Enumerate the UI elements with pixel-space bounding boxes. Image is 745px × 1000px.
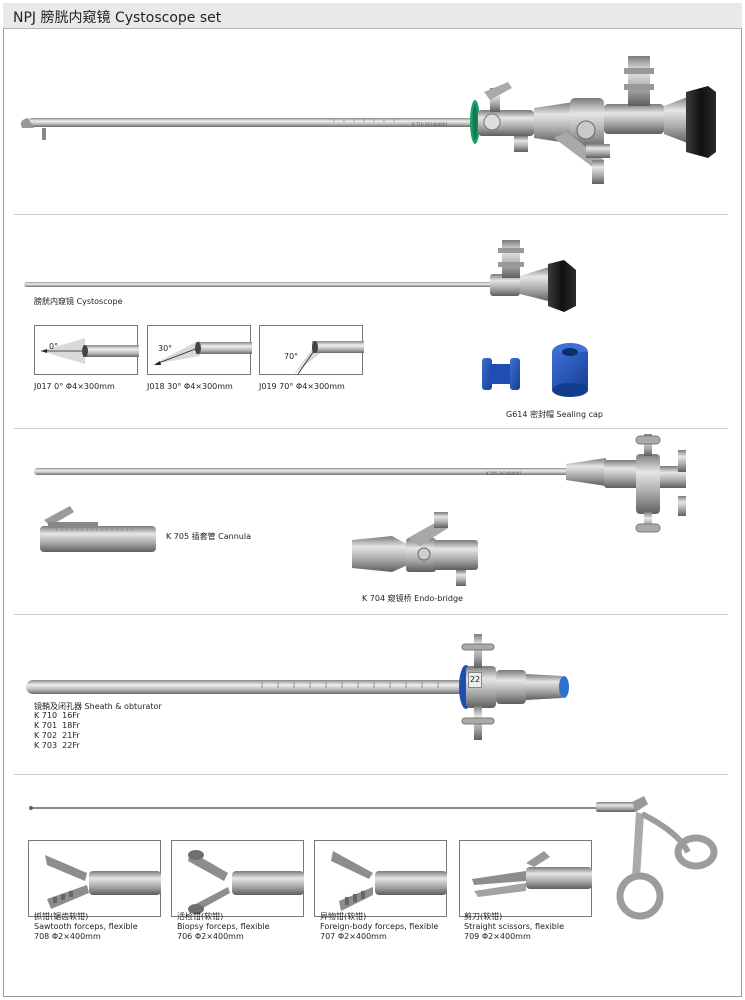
forceps-caption-foreign-body: 异物钳(软钳) Foreign-body forceps, flexible 7… [320,912,438,942]
forceps-en: Straight scissors, flexible [464,922,565,931]
angle-caption-30: J018 30° Φ4×300mm [147,382,233,391]
sealing-cap-image [482,343,588,397]
angle-box-70: 70° [259,325,364,375]
sheath-size-row: K 710 16Fr [34,711,80,721]
angle-caption-70: J019 70° Φ4×300mm [259,382,345,391]
sheath-size-row: K 702 21Fr [34,731,80,741]
forceps-spec: 709 Φ2×400mm [464,932,531,941]
angle-text-70: 70° [284,352,299,361]
forceps-box-scissors [459,840,592,917]
forceps-en: Foreign-body forceps, flexible [320,922,439,931]
angle-box-30: 30° [147,325,252,375]
section-divider [14,214,728,215]
forceps-box-foreign-body [314,840,447,917]
forceps-spec: 706 Φ2×400mm [177,932,244,941]
sheath-size: 21Fr [62,731,80,740]
forceps-box-biopsy [171,840,304,917]
hero-engraving: R T10 261404001 [412,122,448,127]
sheath-code: K 710 [34,711,58,720]
telescope-image [24,240,576,312]
endo-bridge-label: K 704 窥镜桥 Endo-bridge [362,594,463,603]
angle-text-0: 0° [49,342,59,351]
angle-caption-0: J017 0° Φ4×300mm [34,382,115,391]
forceps-en: Sawtooth forceps, flexible [34,922,138,931]
sheath-fr-marker: 22 [468,672,482,688]
sealing-cap-label: G614 密封帽 Sealing cap [506,410,603,419]
cannula-engraving: K 705 261404001 [486,471,522,476]
sheath-size: 16Fr [62,711,80,720]
forceps-caption-sawtooth: 抓钳(锯齿软钳) Sawtooth forceps, flexible 708 … [34,912,138,942]
hero-cystoscope-image: R T10 261404001 [20,56,716,184]
angle-box-0: 0° [34,325,139,375]
section-divider [14,428,728,429]
page-title: NPJ 膀胱内窥镜 Cystoscope set [13,10,222,26]
flexible-forceps-image [29,796,718,920]
forceps-en: Biopsy forceps, flexible [177,922,270,931]
sheath-code: K 702 [34,731,58,740]
forceps-caption-biopsy: 活检钳(软钳) Biopsy forceps, flexible 706 Φ2×… [177,912,270,942]
forceps-box-sawtooth [28,840,161,917]
endo-bridge-image [352,512,478,586]
cystoscope-label: 膀胱内窥镜 Cystoscope [34,297,123,306]
section-divider [14,774,728,775]
cannula-image: K 705 261404001 [34,434,686,533]
sheath-label: 镜鞘及闭孔器 Sheath & obturator [34,702,162,711]
sheath-size-row: K 703 22Fr [34,741,80,751]
forceps-cn: 剪刀(软钳) [464,912,503,921]
angle-text-30: 30° [158,344,173,353]
cannula-detail-image [40,506,156,552]
sheath-code: K 701 [34,721,58,730]
title-bar: NPJ 膀胱内窥镜 Cystoscope set [3,3,742,29]
forceps-spec: 708 Φ2×400mm [34,932,101,941]
forceps-cn: 异物钳(软钳) [320,912,367,921]
sheath-code: K 703 [34,741,58,750]
forceps-cn: 抓钳(锯齿软钳) [34,912,89,921]
sheath-size: 22Fr [62,741,80,750]
forceps-spec: 707 Φ2×400mm [320,932,387,941]
cannula-label: K 705 插套管 Cannula [166,532,251,541]
forceps-caption-scissors: 剪刀(软钳) Straight scissors, flexible 709 Φ… [464,912,564,942]
forceps-cn: 活检钳(软钳) [177,912,224,921]
sheath-image [26,634,569,740]
sheath-size: 18Fr [62,721,80,730]
sheath-size-row: K 701 18Fr [34,721,80,731]
section-divider [14,614,728,615]
